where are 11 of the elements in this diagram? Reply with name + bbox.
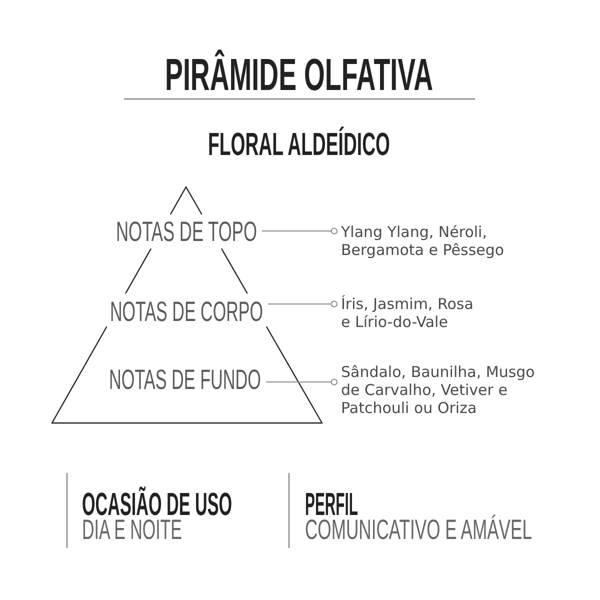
notes-description: Ylang Ylang, Néroli, Bergamota e Pêssego: [341, 223, 546, 259]
tier-label: NOTAS DE TOPO: [116, 218, 257, 246]
title: PIRÂMIDE OLFATIVA: [165, 52, 433, 97]
tier-label: NOTAS DE CORPO: [110, 298, 263, 326]
tier-label: NOTAS DE FUNDO: [109, 366, 261, 394]
leader-line: [262, 228, 338, 234]
leader-line: [268, 300, 338, 308]
subtitle: FLORAL ALDEÍDICO: [208, 128, 390, 160]
leader-line: [266, 378, 338, 386]
notes-description: Íris, Jasmim, Rosa e Lírio-do-Vale: [341, 295, 481, 331]
notes-description: Sândalo, Baunilha, Musgo de Carvalho, Vetiver e Patchouli ou Oriza: [341, 363, 546, 417]
